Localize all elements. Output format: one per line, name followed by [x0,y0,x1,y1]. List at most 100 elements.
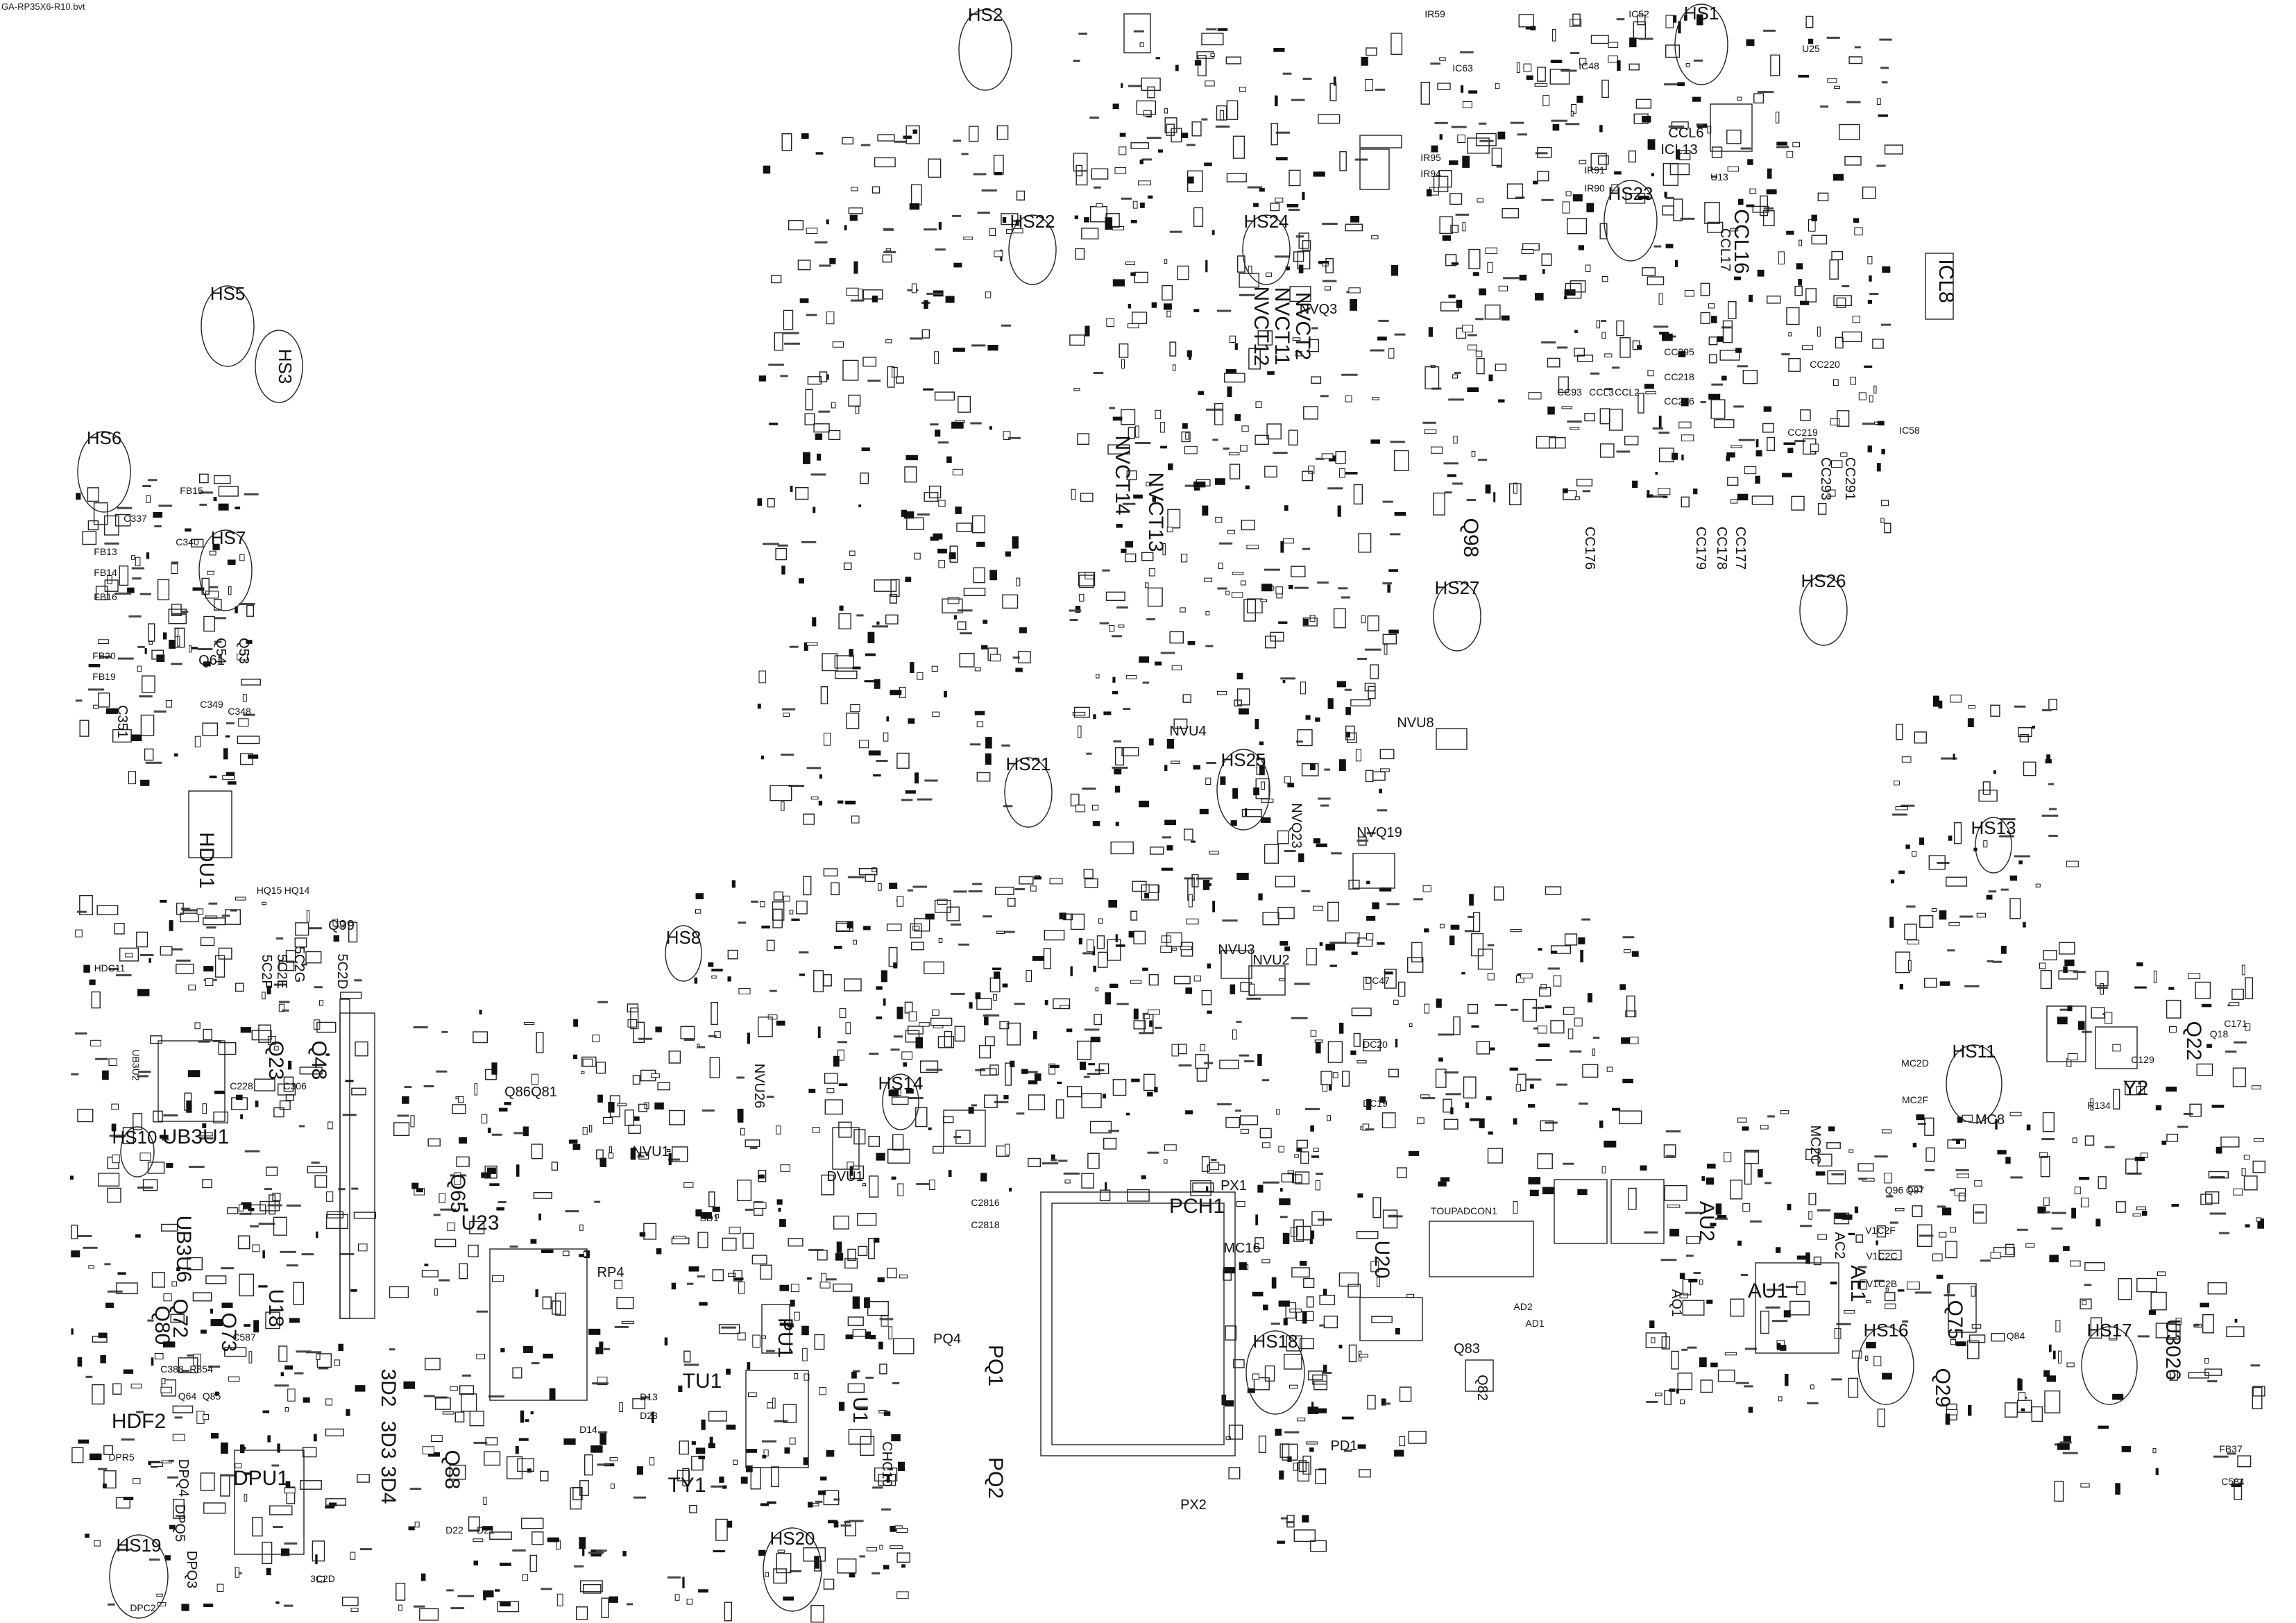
smd-outline [1826,1142,1841,1149]
trace [1765,1306,1780,1309]
smd-pad [1676,1388,1679,1394]
smd-outline [1471,933,1484,957]
smd-outline [396,1582,406,1601]
smd-outline [1308,1370,1323,1381]
smd-pad [1030,885,1037,892]
smd-pad [1642,116,1651,123]
smd-pad [1253,203,1259,207]
smd-outline [357,1474,370,1483]
smd-pad [1452,374,1459,379]
smd-outline [857,1212,877,1226]
ref-label-d22: D22 [445,1524,464,1536]
smd-pad [1877,420,1885,426]
smd-outline [1255,1237,1264,1249]
smd-pad [1681,398,1689,407]
smd-outline [1362,1039,1381,1052]
smd-pad [714,1031,721,1038]
trace [1394,333,1406,336]
trace [1121,197,1132,200]
trace [1109,407,1115,409]
smd-pad [909,203,920,210]
smd-pad [1461,972,1465,975]
smd-pad [1003,1095,1009,1100]
part-label-q29: Q29 [1931,1368,1954,1408]
smd-pad [1854,227,1863,236]
smd-pad [1462,101,1472,108]
smd-outline [484,1451,501,1466]
smd-pad [974,711,985,715]
smd-pad [777,1549,785,1553]
smd-pad [896,1527,908,1533]
smd-pad [1899,984,1903,989]
smd-outline [107,1187,121,1203]
trace [1944,1294,1955,1297]
smd-outline [279,1100,291,1110]
smd-pad [1365,79,1373,92]
smd-pad [2090,1098,2094,1111]
smd-pad [1115,944,1125,947]
ref-label-dc20: DC20 [1363,1039,1388,1050]
smd-outline [928,158,942,178]
smd-pad [1345,707,1351,715]
part-label-ccl6: CCL6 [1668,126,1703,141]
part-label-hdf2: HDF2 [112,1410,166,1433]
smd-outline [1686,1236,1701,1244]
heatsink-label-hs21: HS21 [1005,754,1051,774]
smd-pad [1019,627,1027,634]
smd-pad [678,1385,683,1393]
smd-outline [203,615,215,632]
trace [1763,29,1776,32]
heatsink-label-hs16: HS16 [1863,1320,1908,1341]
smd-outline [1495,364,1507,371]
smd-pad [1098,918,1103,924]
trace [318,1367,329,1370]
smd-pad [896,896,904,907]
smd-outline [1311,1211,1325,1226]
smd-pad [780,1164,791,1172]
smd-pad [694,977,698,984]
trace [815,241,828,244]
smd-pad [1191,840,1196,843]
smd-outline [914,918,930,932]
trace [1320,804,1329,807]
smd-outline [307,1166,328,1173]
smd-pad [169,640,176,649]
part-label-nvq3: NVQ3 [1300,302,1337,317]
smd-pad [883,1565,890,1570]
smd-pad [866,1547,878,1552]
smd-pad [1783,1310,1791,1318]
smd-pad [1277,1540,1286,1544]
smd-pad [1866,1341,1876,1349]
smd-pad [262,992,266,1000]
smd-outline [2058,970,2078,980]
smd-pad [932,711,940,717]
smd-outline [300,1480,322,1490]
smd-pad [1796,1255,1807,1260]
smd-outline [151,1272,165,1288]
trace [197,648,213,650]
smd-pad [210,1308,213,1314]
smd-outline [1259,1128,1272,1139]
smd-pad [1066,1028,1073,1033]
smd-outline [1136,100,1157,115]
smd-pad [695,893,704,899]
smd-pad [1131,1078,1140,1082]
smd-pad [1776,142,1787,146]
smd-pad [1229,335,1236,343]
smd-pad [1180,946,1192,951]
q75-block [1948,1283,1977,1333]
smd-outline [844,1520,857,1537]
smd-outline [1201,33,1224,46]
smd-pad [709,1436,713,1449]
smd-outline [869,1175,879,1198]
smd-outline [737,1179,752,1201]
trace [300,963,307,966]
smd-outline [1476,133,1497,146]
part-label-dpu1: DPU1 [233,1467,289,1490]
trace [1532,1006,1545,1009]
smd-pad [1675,260,1678,267]
smd-outline [934,899,951,913]
smd-outline [1388,1069,1399,1078]
smd-pad [1216,690,1227,695]
smd-pad [1298,853,1304,863]
